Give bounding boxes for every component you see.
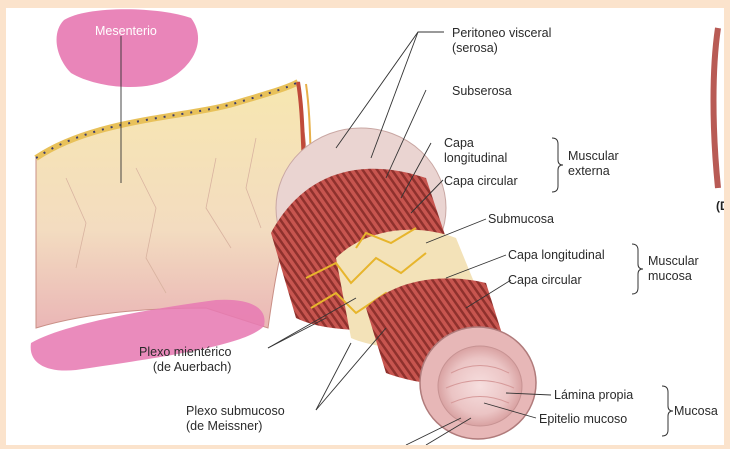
highlight-blob-top	[57, 9, 199, 87]
label-muscular-mucosa: Muscular mucosa	[648, 254, 699, 284]
label-side-tag: (D	[716, 199, 724, 213]
label-mesenterio: Mesenterio	[95, 24, 157, 38]
intestine-illustration	[6, 8, 724, 445]
label-subserosa: Subserosa	[452, 84, 512, 99]
label-lamina-propia: Lámina propia	[554, 388, 633, 403]
label-plexo-submucoso: Plexo submucoso (de Meissner)	[186, 404, 285, 434]
label-capa-longitudinal-mucosa: Capa longitudinal	[508, 248, 605, 263]
label-peritoneo-visceral: Peritoneo visceral (serosa)	[452, 26, 551, 56]
label-muscular-externa: Muscular externa	[568, 149, 619, 179]
label-mucosa: Mucosa	[674, 404, 718, 419]
label-submucosa: Submucosa	[488, 212, 554, 227]
label-plexo-mienterico: Plexo mientérico (de Auerbach)	[139, 345, 231, 375]
label-epitelio-mucoso: Epitelio mucoso	[539, 412, 627, 427]
diagram-frame: Mesenterio Peritoneo visceral (serosa) S…	[6, 8, 724, 445]
label-capa-circular-externa: Capa circular	[444, 174, 518, 189]
label-capa-circular-mucosa: Capa circular	[508, 273, 582, 288]
label-capa-longitudinal-externa: Capa longitudinal	[444, 136, 507, 166]
